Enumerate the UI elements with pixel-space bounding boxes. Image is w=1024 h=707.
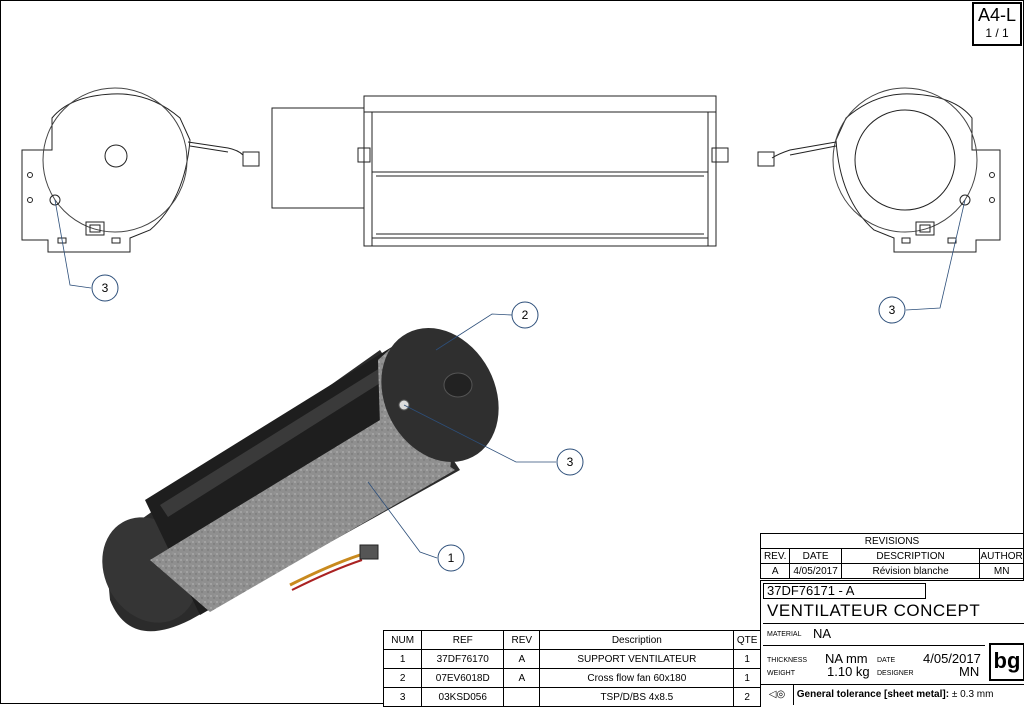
designer-value: MN [959,664,980,679]
thickness-label: THICKNESS [767,657,808,664]
rev-header-date: DATE [789,548,842,564]
part-number: 37DF76171 - A [763,583,926,599]
company-logo: bg [989,643,1024,681]
tolerance-row: ◁◎ General tolerance [sheet metal]: ± 0.… [761,684,1024,705]
rev-header-description: DESCRIPTION [840,548,981,564]
balloon-1 [437,544,465,572]
sheet-page: 1 / 1 [985,26,1009,40]
rev-cell: A [759,563,791,579]
divider [763,623,1024,624]
rev-cell: 4/05/2017 [789,563,842,579]
table-row: 2 07EV6018D A Cross flow fan 60x180 1 [382,668,761,688]
balloon-3-right [878,296,906,324]
balloon-1-label: 1 [448,551,455,565]
bom-cell: A [503,649,541,669]
table-row: A 4/05/2017 Révision blanche MN [759,563,1024,579]
bom-cell: 1 [382,649,423,669]
rev-header-author: AUTHOR [979,548,1024,564]
thickness-value: NA mm [825,651,868,666]
balloon-3-left [91,274,119,302]
revisions-header-row: REV. DATE DESCRIPTION AUTHOR [759,548,1024,564]
divider [763,645,985,646]
date-label: DATE [877,657,896,664]
balloon-3-iso [556,448,584,476]
weight-label: WEIGHT [767,670,795,677]
bom-header-num: NUM [382,630,423,650]
balloon-2-label: 2 [522,308,529,322]
date-value: 4/05/2017 [923,651,981,666]
balloon-3-left-label: 3 [102,281,109,295]
bom-cell: 07EV6018D [421,668,505,688]
leader-lines [54,199,966,559]
bom-header-row: NUM REF REV Description QTE [382,630,761,650]
bom-cell: 37DF76170 [421,649,505,669]
material-value: NA [813,626,832,641]
rev-cell: Révision blanche [840,563,981,579]
balloon-2 [511,301,539,329]
bom-cell: 1 [733,668,761,688]
title-block: 37DF76171 - A VENTILATEUR CONCEPT MATERI… [760,580,1024,705]
designer-label: DESIGNER [877,670,914,677]
revisions-table: REVISIONS REV. DATE DESCRIPTION AUTHOR A… [759,533,1024,579]
drawing-title: VENTILATEUR CONCEPT [767,601,981,620]
bom-cell: A [503,668,541,688]
bom-cell: 3 [382,687,423,707]
tolerance-label: General tolerance [sheet metal]: [796,689,950,700]
sheet-format-box: A4-L 1 / 1 [972,2,1022,46]
bom-header-ref: REF [421,630,505,650]
bom-header-rev: REV [503,630,541,650]
bill-of-materials: NUM REF REV Description QTE 1 37DF76170 … [382,630,761,707]
left-side-view [21,87,260,253]
bom-header-description: Description [539,630,735,650]
sheet-format: A4-L [977,5,1017,25]
material-label: MATERIAL [767,631,802,638]
bom-cell: Cross flow fan 60x180 [539,668,735,688]
front-view [271,95,729,247]
rev-cell: MN [979,563,1024,579]
table-row: 1 37DF76170 A SUPPORT VENTILATEUR 1 [382,649,761,669]
weight-value: 1.10 kg [827,664,870,679]
rev-header-rev: REV. [759,548,791,564]
bom-cell: SUPPORT VENTILATEUR [539,649,735,669]
isometric-view [102,328,499,632]
bom-header-qte: QTE [733,630,761,650]
balloon-3-iso-label: 3 [567,455,574,469]
balloon-3-right-label: 3 [889,303,896,317]
tolerance-value: ± 0.3 mm [951,689,994,700]
bom-cell: 2 [382,668,423,688]
right-side-view [757,87,1001,253]
revisions-title: REVISIONS [760,533,1024,549]
bom-cell: 1 [733,649,761,669]
projection-symbol-icon: ◁◎ [761,685,794,705]
